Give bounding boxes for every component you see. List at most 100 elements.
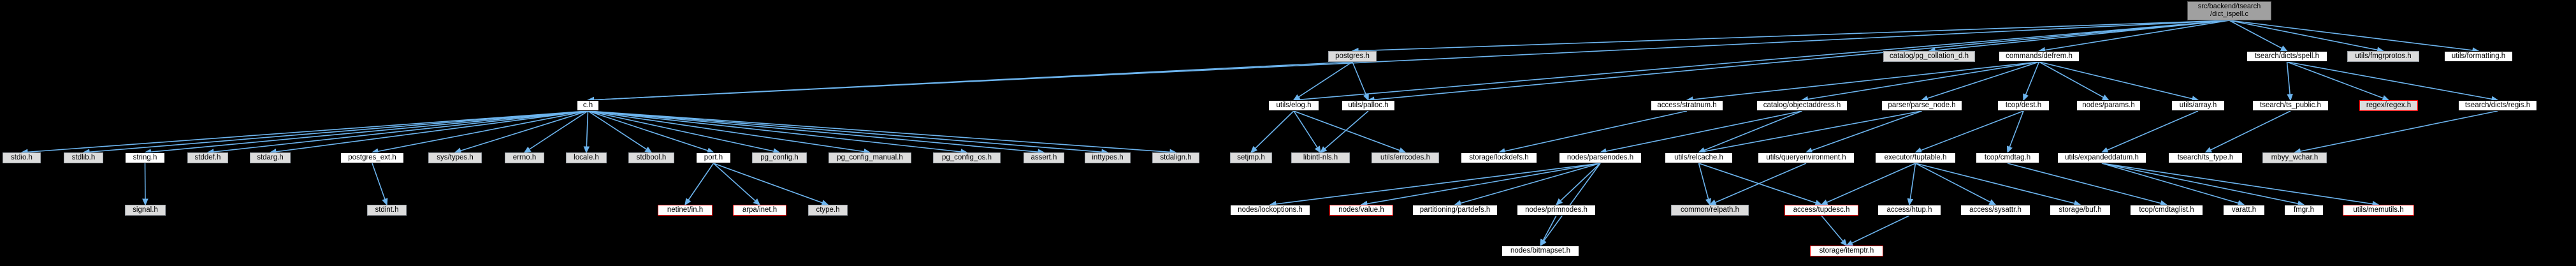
graph-node-params-h[interactable]: nodes/params.h — [2076, 100, 2141, 111]
graph-node-stdalign-h[interactable]: stdalign.h — [1152, 152, 1199, 163]
graph-node-relcache-h[interactable]: utils/relcache.h — [1665, 152, 1733, 163]
graph-edge — [588, 110, 968, 155]
graph-edge — [2037, 20, 2230, 54]
graph-node-stdlib-h[interactable]: stdlib.h — [64, 152, 103, 163]
graph-node-stdio-h[interactable]: stdio.h — [3, 152, 41, 163]
graph-edge — [588, 110, 1177, 156]
graph-node-port-h[interactable]: port.h — [696, 152, 731, 163]
graph-edge — [82, 110, 588, 155]
graph-edge — [1319, 110, 1369, 154]
graph-node-locale-h[interactable]: locale.h — [566, 152, 607, 163]
graph-edge — [1920, 61, 2039, 101]
graph-node-dest-h[interactable]: tcop/dest.h — [1997, 100, 2050, 111]
graph-node-cmdtaglist-h[interactable]: tcop/cmdtaglist.h — [2130, 205, 2203, 216]
graph-node-postgres-h[interactable]: postgres.h — [1328, 51, 1377, 62]
graph-node-relpath-h[interactable]: common/relpath.h — [1671, 205, 1749, 216]
graph-edge — [20, 110, 588, 156]
graph-node-stratnum-h[interactable]: access/stratnum.h — [1651, 100, 1723, 111]
graph-node-lockoptions-h[interactable]: nodes/lockoptions.h — [1230, 205, 1310, 216]
graph-edge — [1540, 215, 1557, 247]
graph-node-arpa-inet-h[interactable]: arpa/inet.h — [733, 205, 786, 216]
graph-edge — [2286, 61, 2293, 101]
graph-node-ts-type-h[interactable]: tsearch/ts_type.h — [2168, 152, 2243, 163]
graph-node-ts-utils-h[interactable]: tsearch/dicts/regis.h — [2458, 100, 2537, 111]
graph-node-bitmapset-h[interactable]: nodes/bitmapset.h — [1501, 246, 1579, 256]
graph-edge — [713, 163, 761, 206]
graph-node-itemptr-h[interactable]: storage/itemptr.h — [1810, 246, 1883, 256]
graph-node-stdarg-h[interactable]: stdarg.h — [250, 152, 291, 163]
graph-node-varatt-h[interactable]: varatt.h — [2223, 205, 2265, 216]
graph-edge — [1914, 110, 2024, 154]
graph-edge — [1907, 163, 1916, 206]
graph-node-sysattr-h[interactable]: access/sysattr.h — [1960, 205, 2030, 216]
graph-node-stdbool-h[interactable]: stdbool.h — [628, 152, 674, 163]
graph-edge — [143, 110, 588, 155]
graph-node-c-h[interactable]: c.h — [577, 100, 599, 111]
graph-node-value-h[interactable]: nodes/value.h — [1329, 205, 1393, 216]
graph-node-ts-public-h[interactable]: tsearch/ts_public.h — [2252, 100, 2329, 111]
graph-edge — [1821, 215, 1848, 247]
graph-node-pg-config-os-h[interactable]: pg_config_os.h — [933, 152, 1001, 163]
graph-node-parse-node-h[interactable]: parser/parse_node.h — [1881, 100, 1962, 111]
graph-node-errcodes-h[interactable]: utils/errcodes.h — [1371, 152, 1439, 163]
graph-node-primnodes-h[interactable]: nodes/primnodes.h — [1517, 205, 1596, 216]
graph-edge — [2229, 20, 2288, 52]
graph-edge — [1698, 110, 1802, 153]
graph-edge — [583, 110, 590, 154]
graph-node-array-h[interactable]: utils/array.h — [2171, 100, 2225, 111]
graph-node-signal-h[interactable]: signal.h — [125, 205, 166, 216]
graph-node-lockdefs-h[interactable]: storage/lockdefs.h — [1461, 152, 1537, 163]
graph-edge — [1292, 61, 1353, 101]
graph-edge — [1352, 61, 1369, 101]
graph-node-sys-types-h[interactable]: sys/types.h — [428, 152, 482, 163]
graph-node-expandeddatum-h[interactable]: utils/expandeddatum.h — [2057, 152, 2146, 163]
graph-node-pg-config-manual-h[interactable]: pg_config_manual.h — [829, 152, 911, 163]
graph-edge — [586, 20, 2230, 103]
graph-node-regex-h[interactable]: regex/regex.h — [2359, 100, 2418, 111]
graph-node-cmdtag-h[interactable]: tcop/cmdtag.h — [1976, 152, 2039, 163]
graph-node-fmgrprotos-h[interactable]: utils/fmgrprotos.h — [2347, 51, 2419, 62]
graph-node-pg-collation-d-h[interactable]: catalog/pg_collation_d.h — [1883, 51, 1975, 62]
graph-node-netinet-in-h[interactable]: netinet/in.h — [658, 205, 713, 216]
graph-node-stdint-h[interactable]: stdint.h — [367, 205, 407, 216]
graph-edge — [206, 110, 588, 155]
graph-node-spell-h[interactable]: tsearch/dicts/spell.h — [2247, 51, 2327, 62]
graph-node-memutils-h[interactable]: utils/memutils.h — [2343, 205, 2414, 216]
graph-node-postgres-ext-h[interactable]: postgres_ext.h — [340, 152, 404, 163]
graph-edge — [1686, 61, 2039, 103]
graph-node-pg-config-h[interactable]: pg_config.h — [752, 152, 807, 163]
graph-node-errno-h[interactable]: errno.h — [505, 152, 544, 163]
graph-edge — [523, 110, 588, 153]
graph-edge — [371, 110, 588, 154]
graph-edge — [1367, 20, 2230, 103]
graph-edge — [588, 110, 1109, 156]
graph-node-tuptable-h[interactable]: executor/tuptable.h — [1875, 152, 1956, 163]
graph-node-mbyy-wchar-h[interactable]: mbyy_wchar.h — [2262, 152, 2327, 163]
graph-node-inttypes-h[interactable]: inttypes.h — [1085, 152, 1131, 163]
graph-node-buf-h[interactable]: storage/buf.h — [2050, 205, 2111, 216]
graph-node-setjmp-h[interactable]: setjmp.h — [1230, 152, 1272, 163]
graph-edge — [2229, 20, 2385, 53]
graph-node-assert-h[interactable]: assert.h — [1024, 152, 1064, 163]
graph-node-string-h[interactable]: string.h — [125, 152, 165, 163]
graph-edge — [1269, 163, 1601, 207]
graph-edge — [1293, 110, 1407, 154]
graph-node-tupdesc-h[interactable]: access/tupdesc.h — [1784, 205, 1858, 216]
graph-node-objectaddress-h[interactable]: catalog/objectaddress.h — [1756, 100, 1848, 111]
graph-edge — [372, 163, 388, 206]
graph-node-queryenvironment-h[interactable]: utils/queryenvironment.h — [1758, 152, 1855, 163]
graph-node-palloc-h[interactable]: utils/palloc.h — [1342, 100, 1395, 111]
graph-node-parsenodes-h[interactable]: nodes/parsenodes.h — [1559, 152, 1642, 163]
graph-node-libintl-h[interactable]: libintl-nls.h — [1291, 152, 1350, 163]
graph-node-htup-h[interactable]: access/htup.h — [1878, 205, 1941, 216]
graph-node-stddef-h[interactable]: stddef.h — [187, 152, 228, 163]
graph-node-ctype-h[interactable]: ctype.h — [808, 205, 848, 216]
graph-node-elog-h[interactable]: utils/elog.h — [1268, 100, 1319, 111]
graph-node-fmgr-h[interactable]: fmgr.h — [2284, 205, 2324, 216]
graph-edge — [1555, 163, 1601, 206]
graph-node-root[interactable]: src/backend/tsearch /dict_ispell.c — [2187, 1, 2271, 20]
graph-node-formatting-h[interactable]: utils/formatting.h — [2444, 51, 2513, 62]
graph-node-defrem-h[interactable]: commands/defrem.h — [1999, 51, 2080, 62]
graph-edge — [1599, 110, 1802, 154]
graph-node-partitioning-partdefs-h[interactable]: partitioning/partdefs.h — [1412, 205, 1498, 216]
